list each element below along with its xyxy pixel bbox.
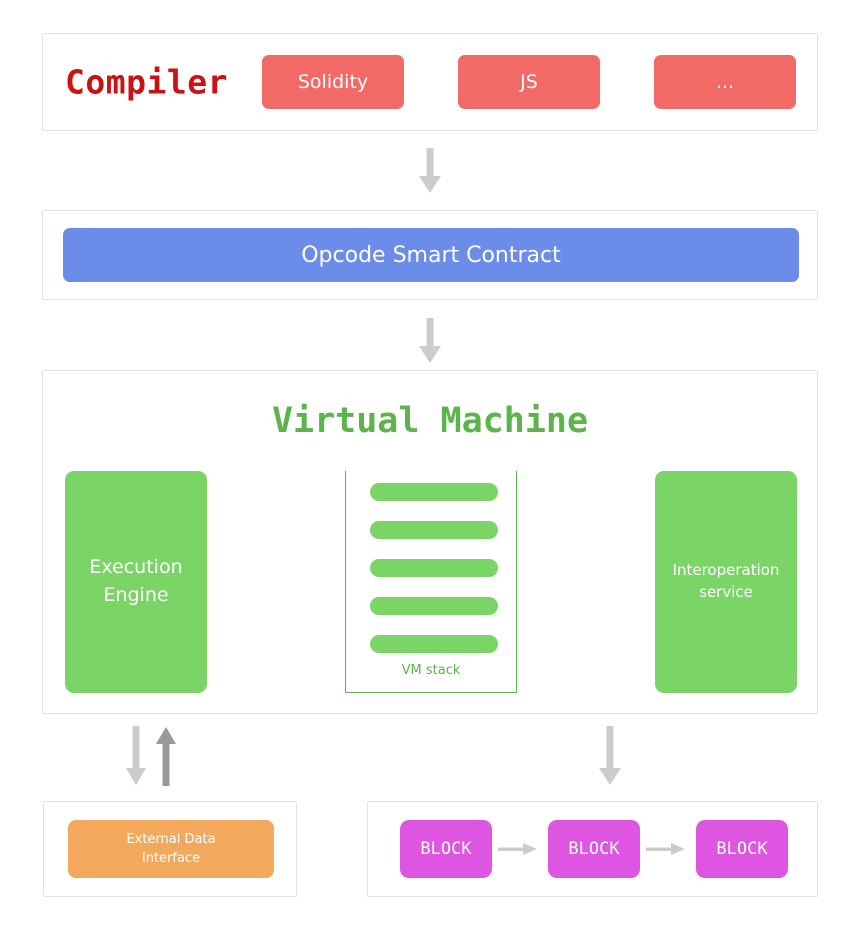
arrow-right-icon-block-link bbox=[498, 843, 537, 855]
external-data-interface-box[interactable]: External Data Interface bbox=[68, 820, 274, 878]
external-data-label-line2: Interface bbox=[141, 851, 201, 866]
compiler-title: Compiler bbox=[65, 62, 228, 102]
arrow-up-icon-external-to-vm bbox=[156, 727, 176, 786]
block-box[interactable]: BLOCK bbox=[548, 820, 640, 878]
block-box[interactable]: BLOCK bbox=[696, 820, 788, 878]
arrow-down-icon-compiler-to-opcode bbox=[419, 148, 441, 193]
language-chip-more[interactable]: ... bbox=[654, 55, 796, 109]
external-data-panel: External Data Interface bbox=[43, 801, 297, 897]
virtual-machine-title: Virtual Machine bbox=[271, 401, 589, 441]
external-data-label-line1: External Data bbox=[126, 831, 216, 847]
vm-stack-bar bbox=[370, 597, 498, 615]
language-chip-js[interactable]: JS bbox=[458, 55, 600, 109]
vm-stack-bar bbox=[370, 635, 498, 653]
vm-stack-label: VM stack bbox=[401, 663, 461, 678]
language-chip-solidity[interactable]: Solidity bbox=[262, 55, 404, 109]
opcode-panel: Opcode Smart Contract bbox=[42, 210, 818, 300]
block-box[interactable]: BLOCK bbox=[400, 820, 492, 878]
arrow-down-icon-vm-to-external bbox=[126, 726, 146, 785]
arrow-down-icon-vm-to-blockchain bbox=[599, 726, 621, 785]
execution-engine-block[interactable]: Execution Engine bbox=[65, 471, 207, 693]
opcode-smart-contract-bar[interactable]: Opcode Smart Contract bbox=[63, 228, 799, 282]
execution-engine-label-line1: Execution bbox=[89, 556, 183, 579]
interoperation-service-block[interactable]: Interoperation service bbox=[655, 471, 797, 693]
execution-engine-label-line2: Engine bbox=[103, 584, 169, 606]
vm-stack-container: VM stack bbox=[345, 471, 517, 693]
arrow-down-icon-opcode-to-vm bbox=[419, 318, 441, 363]
arrow-right-icon-block-link bbox=[646, 843, 685, 855]
interoperation-service-label-line2: service bbox=[699, 583, 753, 601]
vm-stack-bar bbox=[370, 559, 498, 577]
vm-stack-bar bbox=[370, 483, 498, 501]
vm-stack-bar bbox=[370, 521, 498, 539]
virtual-machine-panel: Virtual Machine Execution Engine VM stac… bbox=[42, 370, 818, 714]
blockchain-panel: BLOCK BLOCK BLOCK bbox=[367, 801, 818, 897]
interoperation-service-label-line1: Interoperation bbox=[672, 561, 780, 580]
compiler-panel: Compiler Solidity JS ... bbox=[42, 33, 818, 131]
